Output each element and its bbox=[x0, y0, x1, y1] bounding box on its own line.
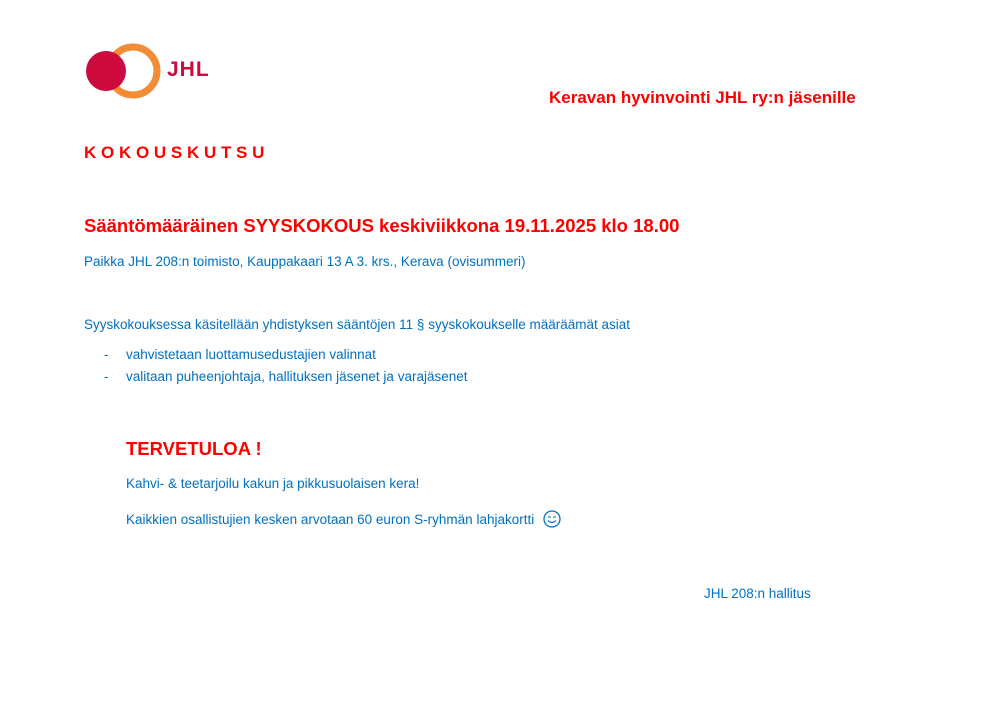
document-title: K O K O U S K U T S U bbox=[84, 143, 265, 162]
raffle-text: Kaikkien osallistujien kesken arvotaan 6… bbox=[126, 512, 535, 527]
list-bullet: - bbox=[104, 369, 109, 384]
list-item-text: valitaan puheenjohtaja, hallituksen jäse… bbox=[126, 369, 468, 384]
list-item: - vahvistetaan luottamusedustajien valin… bbox=[104, 347, 376, 362]
list-bullet: - bbox=[104, 347, 109, 362]
agenda-intro: Syyskokouksessa käsitellään yhdistyksen … bbox=[84, 317, 631, 332]
meeting-heading: Sääntömääräinen SYYSKOKOUS keskiviikkona… bbox=[84, 215, 680, 236]
smiley-icon bbox=[543, 510, 561, 528]
raffle-line: Kaikkien osallistujien kesken arvotaan 6… bbox=[126, 510, 561, 528]
welcome-heading: TERVETULOA ! bbox=[126, 438, 262, 459]
logo-circles-icon bbox=[86, 43, 161, 99]
jhl-logo: JHL bbox=[84, 42, 224, 102]
recipient-heading: Keravan hyvinvointi JHL ry:n jäsenille bbox=[549, 88, 856, 107]
signature: JHL 208:n hallitus bbox=[704, 586, 811, 601]
list-item: - valitaan puheenjohtaja, hallituksen jä… bbox=[104, 369, 468, 384]
list-item-text: vahvistetaan luottamusedustajien valinna… bbox=[126, 347, 376, 362]
meeting-location: Paikka JHL 208:n toimisto, Kauppakaari 1… bbox=[84, 254, 526, 269]
logo-text: JHL bbox=[167, 58, 210, 81]
refreshments-text: Kahvi- & teetarjoilu kakun ja pikkusuola… bbox=[126, 476, 420, 491]
